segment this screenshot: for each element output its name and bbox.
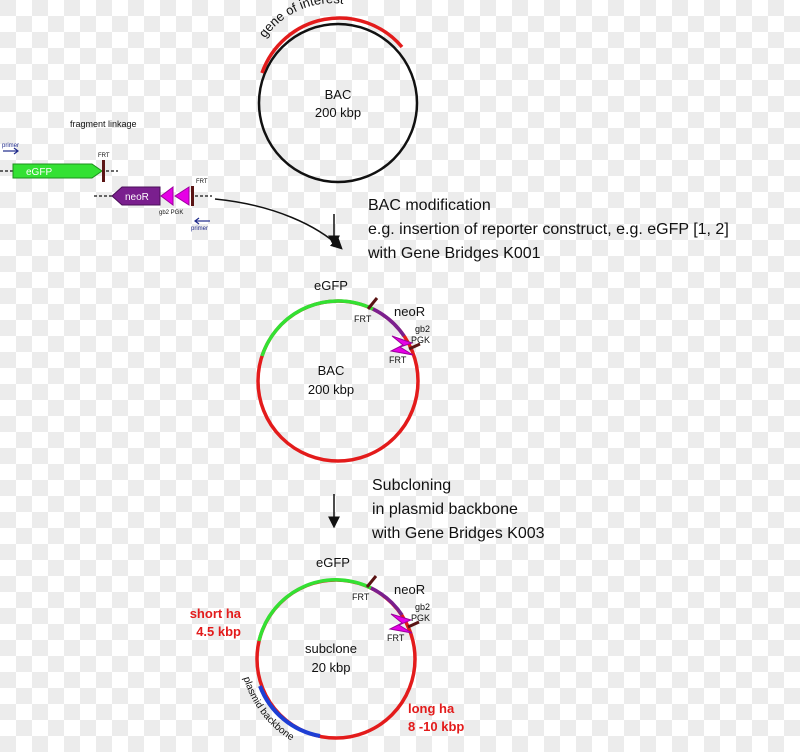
bac-2-promoter-glyph — [389, 335, 414, 356]
gb2-promoter-triangle — [160, 186, 174, 206]
gene-of-interest-arc — [260, 16, 404, 74]
fragment-linkage-title: fragment linkage — [70, 119, 137, 129]
bac-2-frt-marker-2 — [408, 342, 421, 351]
subclone-frt-marker-1 — [365, 575, 378, 588]
step-1-line-2: e.g. insertion of reporter construct, e.… — [368, 221, 729, 238]
subclone-circle: eGFP FRT neoR gb2 PGK FRT subclone 20 kb… — [190, 555, 465, 743]
plasmid-backbone-arc — [258, 685, 321, 738]
bac-2-size: 200 kbp — [308, 382, 354, 397]
egfp-fragment-label: eGFP — [26, 167, 52, 178]
short-ha-size: 4.5 kbp — [196, 624, 241, 639]
bac-2-frt-2-label: FRT — [389, 355, 407, 365]
bac-2-pgk-label: PGK — [411, 335, 430, 345]
subclone-pgk-label: PGK — [411, 613, 430, 623]
frt-top-marker — [102, 160, 105, 182]
bac-2-neor-arc — [372, 307, 406, 338]
subclone-size: 20 kbp — [311, 660, 350, 675]
subclone-gb2-label: gb2 — [415, 602, 430, 612]
frt-bottom-marker — [191, 186, 194, 206]
bac-1-name: BAC — [325, 87, 352, 102]
bac-circle-1: gene of interest BAC 200 kbp — [255, 0, 419, 184]
neor-fragment-arrow — [111, 186, 161, 206]
bac-1-size: 200 kbp — [315, 105, 361, 120]
subclone-neor-label: neoR — [394, 582, 425, 597]
bac-2-frt-marker-1 — [366, 297, 379, 310]
subclone-egfp-arc — [257, 578, 372, 642]
primer-top-label: primer — [2, 143, 19, 149]
step-1-description: BAC modification e.g. insertion of repor… — [328, 197, 729, 262]
subclone-name: subclone — [305, 641, 357, 656]
egfp-fragment-arrow — [12, 163, 103, 179]
bac-2-neor-label: neoR — [394, 304, 425, 319]
frt-top-label: FRT — [98, 153, 110, 159]
primer-bottom-arrow-head — [194, 217, 200, 225]
bac-2-frt-1-label: FRT — [354, 314, 372, 324]
pgk-promoter-triangle — [174, 186, 190, 206]
step-2-description: Subcloning in plasmid backbone with Gene… — [328, 477, 545, 542]
bac-2-egfp-arc — [260, 299, 374, 357]
fragment-linkage: fragment linkage primer eGFP FRT neoR gb… — [0, 119, 212, 232]
bac-2-gb2-label: gb2 — [415, 324, 430, 334]
short-ha-label: short ha — [190, 606, 242, 621]
bac-2-egfp-label: eGFP — [314, 278, 348, 293]
bac-backbone-ring — [257, 22, 419, 184]
step-2-line-1: Subcloning — [372, 477, 451, 494]
step-2-line-2: in plasmid backbone — [372, 501, 518, 518]
long-ha-label: long ha — [408, 701, 455, 716]
primer-top-arrow-head — [13, 147, 19, 155]
step-1-line-3: with Gene Bridges K001 — [367, 245, 541, 262]
bac-circle-2: eGFP FRT neoR gb2 PGK FRT BAC 200 kbp — [256, 278, 430, 463]
subclone-egfp-label: eGFP — [316, 555, 350, 570]
insertion-curved-arrow — [214, 198, 343, 250]
subclone-frt-marker-2 — [407, 620, 420, 629]
gb2-pgk-label: gb2 PGK — [159, 210, 183, 216]
step-2-line-3: with Gene Bridges K003 — [371, 525, 545, 542]
step-1-line-1: BAC modification — [368, 197, 491, 214]
long-ha-size: 8 -10 kbp — [408, 719, 464, 734]
subclone-neor-arc — [370, 586, 404, 617]
bac-2-name: BAC — [318, 363, 345, 378]
subclone-promoter-glyph — [388, 613, 413, 634]
neor-fragment-label: neoR — [125, 192, 149, 203]
subclone-frt-2-label: FRT — [387, 633, 405, 643]
subclone-frt-1-label: FRT — [352, 592, 370, 602]
plasmid-backbone-label: plasmid backbone — [241, 675, 296, 743]
frt-bottom-label: FRT — [196, 179, 208, 185]
primer-bottom-label: primer — [191, 226, 208, 232]
